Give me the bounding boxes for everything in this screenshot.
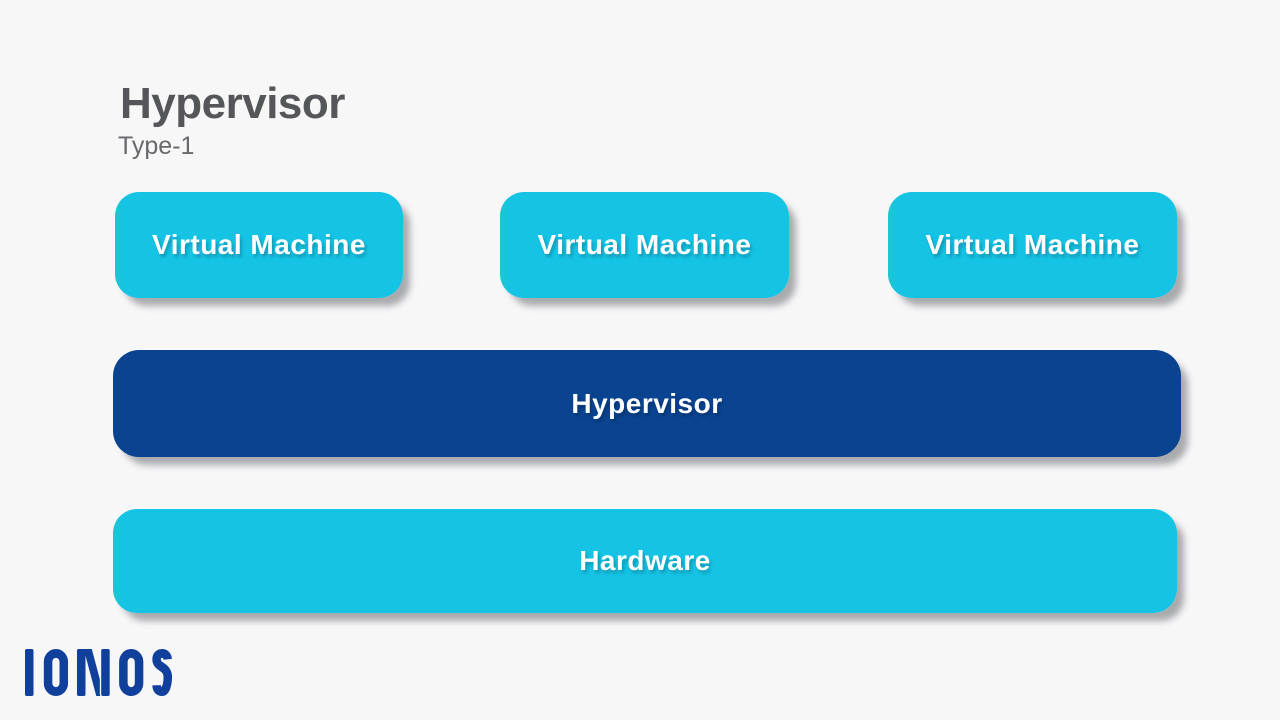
virtual-machine-box-3: Virtual Machine — [888, 192, 1177, 298]
hypervisor-layer-box: Hypervisor — [113, 350, 1181, 457]
virtual-machine-label: Virtual Machine — [537, 229, 752, 260]
page-subtitle: Type-1 — [118, 132, 195, 161]
hardware-layer-label: Hardware — [579, 545, 711, 576]
hardware-layer-box: Hardware — [113, 509, 1177, 613]
diagram-header: Hypervisor Type-1 — [118, 79, 345, 161]
virtual-machine-box-1: Virtual Machine — [115, 192, 403, 298]
ionos-logo-icon — [25, 649, 172, 696]
virtual-machine-label: Virtual Machine — [152, 229, 366, 260]
hypervisor-layer-label: Hypervisor — [571, 387, 723, 419]
virtual-machine-box-2: Virtual Machine — [500, 192, 789, 298]
virtual-machine-label: Virtual Machine — [925, 229, 1140, 260]
page-title: Hypervisor — [120, 79, 345, 128]
ionos-logo: IONOS — [25, 649, 172, 696]
